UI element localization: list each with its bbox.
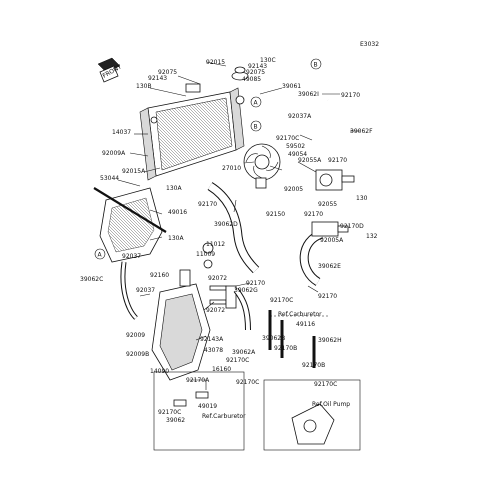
label-49019: 49019 bbox=[198, 403, 217, 410]
label-14037: 14037 bbox=[112, 129, 131, 136]
label-92170-right: 92170 bbox=[304, 211, 323, 218]
label-92170c-box2: 92170C bbox=[158, 409, 181, 416]
label-92075-right: 92075 bbox=[246, 69, 265, 76]
radiator-shroud bbox=[99, 187, 163, 263]
label-11009: 11009 bbox=[196, 251, 215, 258]
label-92037: 92037 bbox=[122, 253, 141, 260]
label-92170-top: 92170 bbox=[341, 92, 360, 99]
label-39062g: 39062G bbox=[234, 287, 258, 294]
label-59502: 59502 bbox=[286, 143, 305, 150]
label-92005a: 92005A bbox=[320, 237, 344, 244]
label-92150: 92150 bbox=[266, 211, 285, 218]
label-130: 130 bbox=[356, 195, 368, 202]
label-92037a: 92037A bbox=[288, 113, 312, 120]
label-39062d: 39062D bbox=[214, 221, 238, 228]
label-39062f: 39062F bbox=[350, 128, 373, 135]
rod-53044 bbox=[93, 187, 167, 233]
label-39062b: 39062B bbox=[262, 335, 285, 342]
radiator bbox=[139, 83, 245, 181]
drawing-code: E3032 bbox=[360, 41, 379, 48]
label-92170-center: 92170 bbox=[246, 280, 265, 287]
clip-parts bbox=[202, 242, 237, 309]
callout-markers: A B B A bbox=[94, 58, 322, 260]
label-16160: 16160 bbox=[212, 366, 231, 373]
label-92143-left: 92143 bbox=[148, 75, 167, 82]
cooling-fan bbox=[243, 143, 281, 189]
label-92143-top: 92143 bbox=[248, 63, 267, 70]
label-49116: 49116 bbox=[296, 321, 315, 328]
label-49054: 49054 bbox=[288, 151, 307, 158]
label-39062c: 39062C bbox=[80, 276, 103, 283]
label-92015a: 92015A bbox=[122, 168, 146, 175]
label-92015-top: 92015 bbox=[206, 59, 225, 66]
label-92170b-2: 92170B bbox=[302, 362, 325, 369]
label-39062: 39062 bbox=[166, 417, 185, 424]
radiator-cap bbox=[231, 66, 249, 81]
label-49016: 49016 bbox=[168, 209, 187, 216]
label-130a-2: 130A bbox=[168, 235, 184, 242]
label-92009: 92009 bbox=[126, 332, 145, 339]
oil-pump-cover bbox=[291, 403, 335, 445]
label-92170a: 92170A bbox=[186, 377, 210, 384]
label-39062i: 39062I bbox=[298, 91, 319, 98]
label-53044: 53044 bbox=[100, 175, 119, 182]
marker-a-2: A bbox=[98, 252, 103, 259]
label-14090: 14090 bbox=[150, 368, 169, 375]
lower-left-fittings bbox=[173, 379, 209, 407]
label-39062a: 39062A bbox=[232, 349, 256, 356]
label-92160: 92160 bbox=[150, 272, 169, 279]
label-92055a: 92055A bbox=[298, 157, 322, 164]
label-92037-lower: 92037 bbox=[136, 287, 155, 294]
label-92055: 92055 bbox=[318, 201, 337, 208]
label-92170c-low: 92170C bbox=[226, 357, 249, 364]
label-39062e: 39062E bbox=[318, 263, 341, 270]
marker-b-2: B bbox=[314, 62, 318, 69]
label-11012: 11012 bbox=[206, 241, 225, 248]
pipe-fitting bbox=[311, 221, 349, 237]
label-92170c-right: 92170C bbox=[314, 381, 337, 388]
label-43078: 43078 bbox=[204, 347, 223, 354]
carburetor-hoses bbox=[268, 310, 330, 368]
label-92170b-1: 92170B bbox=[274, 345, 297, 352]
label-130c: 130C bbox=[260, 57, 276, 64]
thermostat-housing bbox=[315, 169, 355, 191]
label-132: 132 bbox=[366, 233, 378, 240]
label-92075-left: 92075 bbox=[158, 69, 177, 76]
inset-box-right bbox=[263, 379, 361, 451]
label-92170-lower: 92170 bbox=[318, 293, 337, 300]
part-labels: 92015 130C 92143 92075 49085 92075 92143… bbox=[80, 57, 378, 424]
label-39061: 39061 bbox=[282, 83, 301, 90]
label-92009b: 92009B bbox=[126, 351, 149, 358]
label-92143a: 92143A bbox=[200, 336, 224, 343]
marker-a-1: A bbox=[254, 100, 259, 107]
label-130a-1: 130A bbox=[166, 185, 182, 192]
label-130b: 130B bbox=[136, 83, 152, 90]
label-92170d: 92170D bbox=[340, 223, 364, 230]
label-27010: 27010 bbox=[222, 165, 241, 172]
reserve-tank bbox=[151, 269, 211, 381]
inset-box-left bbox=[153, 371, 245, 451]
label-39062h: 39062H bbox=[318, 337, 342, 344]
label-ref-carburetor-2: Ref.Carburetor bbox=[202, 413, 246, 420]
leader-lines bbox=[117, 61, 360, 341]
marker-b-1: B bbox=[254, 124, 258, 131]
label-92170-mid: 92170 bbox=[328, 157, 347, 164]
front-arrow-badge: FRONT bbox=[97, 57, 123, 83]
label-92170c-box: 92170C bbox=[236, 379, 259, 386]
label-92072-top: 92072 bbox=[208, 275, 227, 282]
label-49085: 49085 bbox=[242, 76, 261, 83]
label-ref-carburetor-1: Ref.Carburetor bbox=[278, 311, 322, 318]
label-ref-oil-pump: Ref.Oil Pump bbox=[312, 401, 350, 408]
label-92072-mid: 92072 bbox=[206, 307, 225, 314]
label-92170-left: 92170 bbox=[198, 201, 217, 208]
label-92005: 92005 bbox=[284, 186, 303, 193]
label-92170c-top: 92170C bbox=[276, 135, 299, 142]
label-92009a: 92009A bbox=[102, 150, 126, 157]
label-92170c-mid: 92170C bbox=[270, 297, 293, 304]
